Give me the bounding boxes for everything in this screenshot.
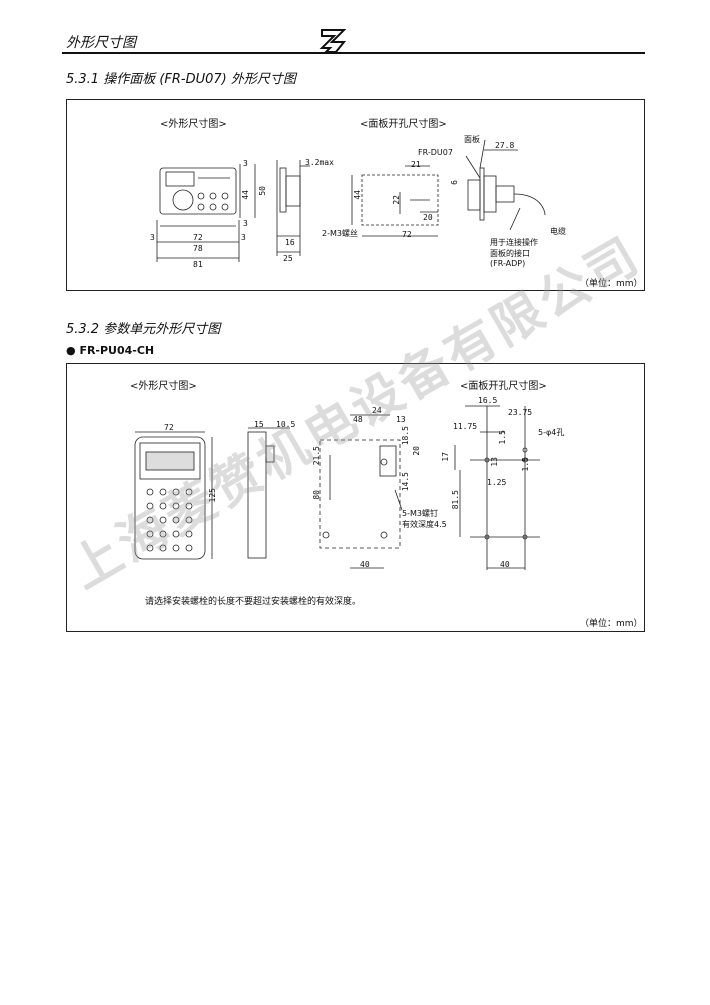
du07-dim-3-right: 3 (241, 233, 246, 242)
pu04-dim-23-75: 23.75 (508, 408, 533, 417)
pu04-dim-14-5: 14.5 (401, 472, 410, 492)
label-connector-1: 用于连接操作 (490, 238, 538, 247)
du07-dim-81: 81 (193, 260, 203, 269)
figure-box-du07 (66, 99, 645, 291)
label-connector-3: (FR-ADP) (490, 259, 526, 268)
bullet-fr-pu04: ● FR-PU04-CH (66, 344, 155, 357)
du07-dim-25: 25 (283, 254, 293, 263)
pu04-dim-10-5: 10.5 (276, 420, 296, 429)
pu04-unit: （单位：mm） (580, 619, 643, 629)
du07-dim-21: 21 (411, 160, 421, 169)
header-rule (62, 52, 645, 54)
du07-dim-32max: 3.2max (305, 158, 334, 167)
pu04-dim-81-5: 81.5 (451, 490, 460, 510)
pu04-dim-40-cutout: 40 (500, 560, 510, 569)
pu04-dim-18-5: 18.5 (401, 426, 410, 446)
pu04-dim-16-5: 16.5 (478, 396, 498, 405)
label-connector-2: 面板的接口 (490, 249, 530, 258)
pu04-dim-13: 13 (396, 415, 406, 424)
pu04-dim-1-25: 1.25 (487, 478, 507, 487)
bullet-fr-pu04-text: FR-PU04-CH (79, 344, 155, 357)
pu04-dim-1-5-top: 1.5 (498, 430, 507, 445)
du07-dim-72: 72 (193, 233, 203, 242)
pu04-outline-caption: <外形尺寸图> (130, 381, 197, 392)
pu04-dim-48: 48 (353, 415, 363, 424)
pu04-dim-20: 20 (412, 446, 421, 456)
du07-unit: （单位：mm） (580, 279, 643, 289)
pu04-dim-15: 15 (254, 420, 264, 429)
pu04-dim-125: 125 (208, 488, 217, 503)
label-2-m3-screw: 2-M3螺丝 (322, 229, 358, 238)
du07-dim-3-top: 3 (243, 159, 248, 168)
du07-dim-27-8: 27.8 (495, 141, 515, 150)
label-fr-du07: FR-DU07 (418, 148, 453, 157)
du07-dim-78: 78 (193, 244, 203, 253)
du07-dim-20: 20 (423, 213, 433, 222)
pu04-dim-1-5-right: 1.5 (521, 457, 530, 472)
du07-dim-72-cutout: 72 (402, 230, 412, 239)
du07-outline-caption: <外形尺寸图> (160, 119, 227, 130)
du07-dim-16: 16 (285, 238, 295, 247)
pu04-dim-40: 40 (360, 560, 370, 569)
page-header-title: 外形尺寸图 (66, 35, 136, 51)
pu04-dim-24: 24 (372, 406, 382, 415)
pu04-cutout-caption: <面板开孔尺寸图> (460, 381, 547, 392)
pu04-dim-21-5: 21.5 (312, 446, 321, 466)
du07-cutout-caption: <面板开孔尺寸图> (360, 119, 447, 130)
pu04-dim-80: 80 (312, 490, 321, 500)
pu04-dim-13-cutout: 13 (490, 457, 499, 467)
pu04-dim-11-75: 11.75 (453, 422, 478, 431)
pu04-note: 请选择安装螺栓的长度不要超过安装螺栓的有效深度。 (145, 597, 362, 607)
section-title-531: 5.3.1 操作面板 (FR-DU07) 外形尺寸图 (66, 72, 296, 87)
section-title-532: 5.3.2 参数单元外形尺寸图 (66, 322, 221, 337)
pu04-dim-72: 72 (164, 423, 174, 432)
label-cable: 电缆 (550, 227, 566, 236)
du07-dim-3-left: 3 (150, 233, 155, 242)
figure-box-pu04 (66, 363, 645, 632)
du07-dim-3-bottom: 3 (243, 219, 248, 228)
label-5-m3-screw: 5-M3螺钉 (402, 509, 438, 518)
pu04-dim-17: 17 (441, 452, 450, 462)
label-effective-depth: 有效深度4.5 (402, 520, 447, 529)
label-5-phi4-hole: 5-φ4孔 (538, 428, 565, 437)
label-panel: 面板 (464, 135, 480, 144)
